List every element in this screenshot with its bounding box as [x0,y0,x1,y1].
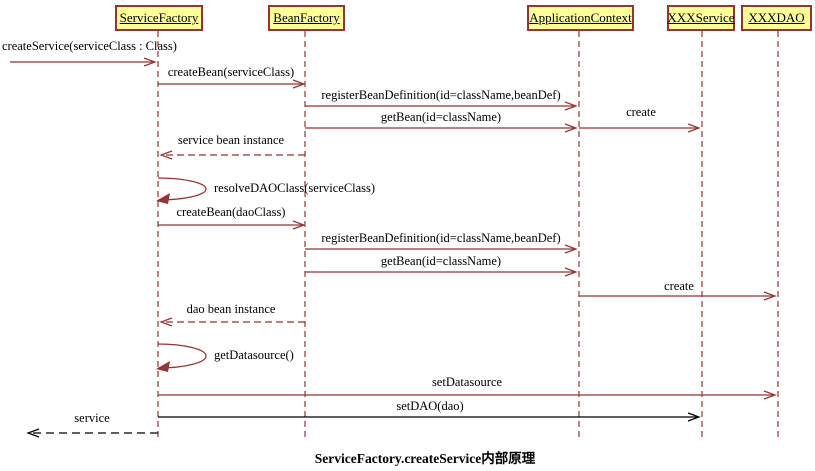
black-arrows [26,412,701,438]
arrowhead [564,101,578,111]
actor-box-beanfactory: BeanFactory [268,5,345,31]
actor-box-xxxservice: XXXService [667,5,735,31]
lifelines [157,31,779,438]
message-label-createbean-service: createBean(serviceClass) [167,65,295,79]
selfloop-resolvedaoclass [157,177,207,201]
actor-label: ApplicationContext [529,10,632,25]
arrowhead [763,390,777,400]
arrowhead [763,291,777,301]
message-label-service-bean-instance: service bean instance [177,133,285,147]
red-return-arrowheads [159,150,173,327]
arrowhead [687,123,701,133]
arrowhead [564,267,578,277]
actor-box-xxxdao: XXXDAO [741,5,812,31]
message-label-create-dao: create [664,279,694,293]
actor-label: ServiceFactory [119,10,199,25]
selfloop-getdatasource [157,343,207,369]
red-arrows [10,57,777,400]
arrowhead-filled [156,361,170,372]
arrowhead [687,412,701,422]
message-label-registerbeandef-2: registerBeanDefinition(id=className,bean… [321,231,561,245]
message-label-setdao: setDAO(dao) [396,399,464,413]
message-label-resolvedaoclass: resolveDAOClass(serviceClass) [214,181,376,195]
message-label-dao-bean-instance: dao bean instance [186,302,276,316]
arrowhead [159,150,173,160]
actor-label: BeanFactory [273,10,340,25]
arrowhead [143,57,157,67]
actor-box-servicefactory: ServiceFactory [115,5,203,31]
message-label-createbean-dao: createBean(daoClass) [176,205,286,219]
arrowhead [292,79,306,89]
message-label-getdatasource: getDatasource() [214,348,294,362]
diagram-title: ServiceFactory.createService内部原理 [314,451,536,466]
arrowhead [159,317,173,327]
message-label-service-return: service [74,411,110,425]
red-return-arrows [163,154,305,323]
arrowhead-filled [156,193,170,204]
self-call-loops [156,177,207,372]
message-label-createservice: createService(serviceClass : Class) [2,39,177,53]
arrowhead [564,244,578,254]
message-label-getbean-1: getBean(id=className) [380,110,502,124]
actor-label: XXXService [667,10,735,25]
arrowhead [564,123,578,133]
message-label-setdatasource: setDatasource [431,375,503,389]
arrowhead [292,220,306,230]
arrowhead [26,428,40,438]
actor-box-applicationcontext: ApplicationContext [527,5,634,31]
message-label-create-service: create [626,105,656,119]
actor-label: XXXDAO [748,10,805,25]
message-label-registerbeandef-1: registerBeanDefinition(id=className,bean… [321,88,561,102]
message-label-getbean-2: getBean(id=className) [380,254,502,268]
